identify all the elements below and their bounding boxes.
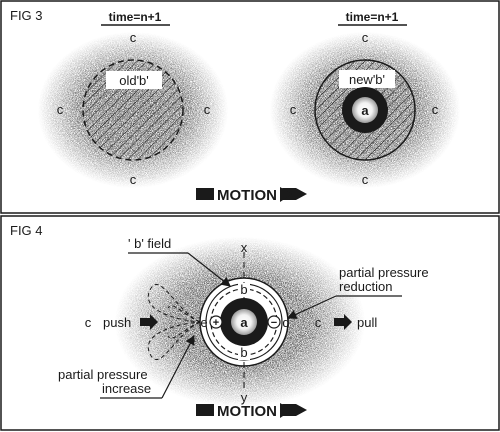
time-label-right: time=n+1 [346,10,399,24]
c-label: c [130,172,137,187]
c-label: c [204,102,211,117]
c-label: c [57,102,64,117]
motion-arrowhead [282,404,307,416]
pull-arrow [334,314,352,330]
c-label: c [432,102,439,117]
fig3-panel: FIG 3 time=n+1 time=n+1 old'b' new'b' a … [0,0,500,214]
c-label: c [362,172,369,187]
motion-arrow-fig4: MOTION [196,403,307,420]
pull-label: pull [357,315,377,330]
b-field-label: ' b' field [128,236,171,251]
c-label-left: c [85,315,92,330]
plus-sign: + [213,317,219,329]
b-label-bottom: b [240,345,247,360]
c-label: c [362,30,369,45]
c-label: c [130,30,137,45]
fig3-frame [0,0,500,214]
minus-sign: − [271,317,277,329]
minus-sign-circle [267,315,281,329]
e-label: e [200,315,207,330]
increase-label-line1: partial pressure [58,367,148,382]
c-label-right: c [315,315,322,330]
core-center-fig4 [231,309,257,335]
b-label-top: b [240,282,247,297]
motion-label: MOTION [217,403,277,420]
increase-label-line2: increase [102,381,151,396]
motion-arrowhead-tip [280,403,292,418]
reduction-label-line1: partial pressure [339,265,429,280]
core-center-fig3 [352,97,378,123]
core-label-fig3: a [361,103,369,118]
c-label: c [290,102,297,117]
motion-arrow-fig3: MOTION [196,187,307,204]
fig4-panel: FIG 4 x y a b b e + − d [0,215,500,431]
x-label: x [241,240,248,255]
y-label: y [241,390,248,405]
loop-lower-inner [167,321,201,339]
fig4-title: FIG 4 [10,223,43,238]
motion-bar [196,188,214,200]
core-label-fig4: a [240,315,248,330]
b-field-leader [187,252,231,287]
fig4-frame [0,215,500,431]
d-label: d [282,315,289,330]
push-arrow [140,314,158,330]
motion-bar [196,404,214,416]
loop-upper-inner [167,305,201,323]
old-b-label-bg [106,71,162,89]
increase-leader [161,334,195,399]
b-bottom-bg [238,346,250,360]
time-label-left: time=n+1 [109,10,162,24]
push-label: push [103,315,131,330]
old-b-label: old'b' [119,73,149,88]
reduction-label-line2: reduction [339,279,392,294]
fig3-title: FIG 3 [10,8,43,23]
pressure-loops [147,283,201,361]
new-b-label: new'b' [349,72,385,87]
b-top-bg [238,283,250,297]
plus-sign-circle [209,315,223,329]
motion-arrowhead [282,188,307,200]
motion-arrowhead-tip [280,187,292,202]
reduction-leader [286,295,337,319]
motion-label: MOTION [217,187,277,204]
new-b-label-bg [339,70,395,88]
